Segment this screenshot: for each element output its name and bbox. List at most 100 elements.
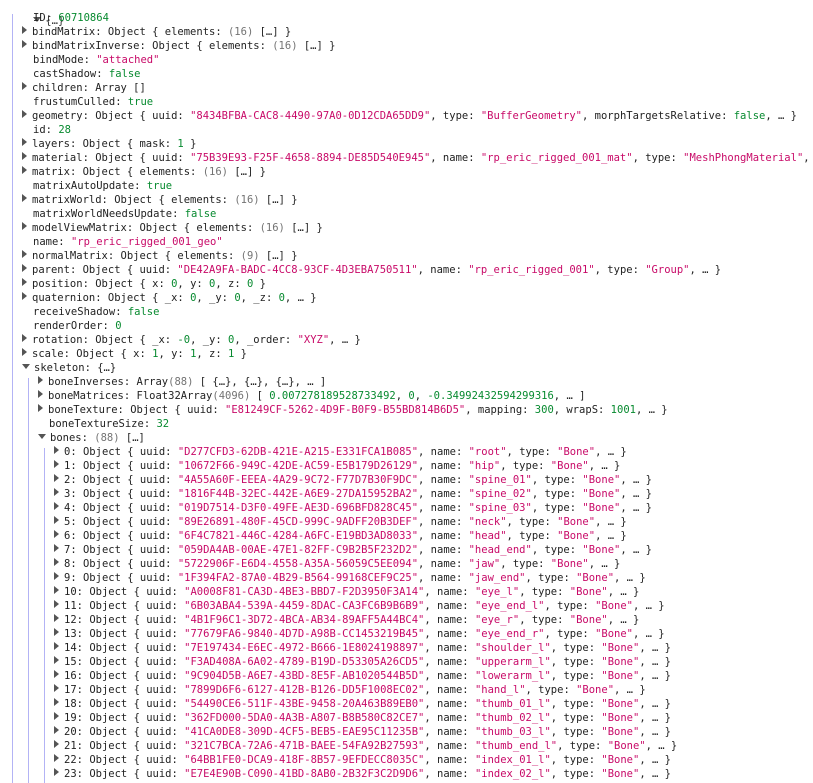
property-row[interactable]: modelViewMatrix: Object { elements: (16)… bbox=[22, 221, 323, 235]
expand-toggle-closed-icon[interactable] bbox=[22, 194, 27, 202]
property-row[interactable]: matrixWorld: Object { elements: (16) […]… bbox=[22, 193, 298, 207]
property-value-segment: (4096) bbox=[212, 390, 251, 402]
property-key: matrixWorld bbox=[32, 194, 102, 206]
property-row[interactable]: rotation: Object { _x: -0, _y: 0, _order… bbox=[22, 333, 361, 347]
property-value-segment: "362FD000-5DA0-4A3B-A807-B8B580C82CE7" bbox=[184, 712, 425, 724]
expand-toggle-closed-icon[interactable] bbox=[22, 292, 27, 300]
property-row[interactable]: geometry: Object { uuid: "8434BFBA-CAC8-… bbox=[22, 109, 797, 123]
expand-toggle-closed-icon[interactable] bbox=[54, 684, 59, 692]
property-value-segment: , … } bbox=[639, 712, 671, 724]
property-row[interactable]: 1: Object { uuid: "10672F66-949C-42DE-AC… bbox=[54, 459, 620, 473]
property-row[interactable]: 10: Object { uuid: "A0008F81-CA3D-4BE3-B… bbox=[54, 585, 639, 599]
expand-toggle-closed-icon[interactable] bbox=[54, 726, 59, 734]
expand-toggle-closed-icon[interactable] bbox=[54, 670, 59, 678]
property-row[interactable]: 2: Object { uuid: "4A55A60F-EEEA-4A29-9C… bbox=[54, 473, 652, 487]
property-value-segment: , name: bbox=[418, 516, 469, 528]
expand-toggle-closed-icon[interactable] bbox=[54, 754, 59, 762]
property-row[interactable]: bones: (88) […] bbox=[38, 431, 145, 445]
expand-toggle-closed-icon[interactable] bbox=[54, 488, 59, 496]
expand-toggle-closed-icon[interactable] bbox=[54, 768, 59, 776]
expand-toggle-closed-icon[interactable] bbox=[54, 642, 59, 650]
property-value-segment: "neck" bbox=[468, 516, 507, 528]
expand-toggle-open-icon[interactable] bbox=[38, 434, 46, 439]
expand-toggle-closed-icon[interactable] bbox=[54, 656, 59, 664]
property-row[interactable]: 22: Object { uuid: "64BB1FE0-DCA9-418F-8… bbox=[54, 753, 671, 767]
expand-toggle-closed-icon[interactable] bbox=[54, 446, 59, 454]
property-row[interactable]: children: Array [] bbox=[22, 81, 146, 95]
expand-toggle-open-icon[interactable] bbox=[33, 17, 42, 22]
expand-toggle-closed-icon[interactable] bbox=[54, 712, 59, 720]
expand-toggle-closed-icon[interactable] bbox=[54, 474, 59, 482]
expand-toggle-closed-icon[interactable] bbox=[22, 110, 27, 118]
expand-toggle-closed-icon[interactable] bbox=[22, 82, 27, 90]
expand-toggle-closed-icon[interactable] bbox=[54, 740, 59, 748]
property-value-segment: (88) bbox=[94, 432, 120, 444]
property-row[interactable]: normalMatrix: Object { elements: (9) […]… bbox=[22, 249, 298, 263]
property-row[interactable]: 5: Object { uuid: "89E26891-480F-45CD-99… bbox=[54, 515, 627, 529]
expand-toggle-closed-icon[interactable] bbox=[54, 530, 59, 538]
property-row[interactable]: scale: Object { x: 1, y: 1, z: 1 } bbox=[22, 347, 247, 361]
expand-toggle-closed-icon[interactable] bbox=[54, 698, 59, 706]
property-row[interactable]: boneTexture: Object { uuid: "E81249CF-52… bbox=[38, 403, 668, 417]
property-row[interactable]: 9: Object { uuid: "1F394FA2-87A0-4B29-B5… bbox=[54, 571, 646, 585]
expand-toggle-closed-icon[interactable] bbox=[22, 334, 27, 342]
property-row[interactable]: 21: Object { uuid: "321C7BCA-72A6-471B-B… bbox=[54, 739, 677, 753]
property-row[interactable]: 15: Object { uuid: "F3AD408A-6A02-4789-B… bbox=[54, 655, 671, 669]
property-row[interactable]: bindMatrixInverse: Object { elements: (1… bbox=[22, 39, 335, 53]
expand-toggle-closed-icon[interactable] bbox=[22, 40, 27, 48]
expand-toggle-closed-icon[interactable] bbox=[38, 404, 43, 412]
expand-toggle-closed-icon[interactable] bbox=[22, 166, 27, 174]
expand-toggle-closed-icon[interactable] bbox=[54, 516, 59, 524]
property-row[interactable]: 4: Object { uuid: "019D7514-D3F0-49FE-AE… bbox=[54, 501, 652, 515]
property-row[interactable]: bindMatrix: Object { elements: (16) […] … bbox=[22, 25, 291, 39]
property-value-segment: "Bone" bbox=[601, 642, 640, 654]
expand-toggle-closed-icon[interactable] bbox=[54, 460, 59, 468]
expand-toggle-closed-icon[interactable] bbox=[38, 390, 43, 398]
expand-toggle-closed-icon[interactable] bbox=[54, 614, 59, 622]
expand-toggle-closed-icon[interactable] bbox=[54, 628, 59, 636]
property-row[interactable]: position: Object { x: 0, y: 0, z: 0 } bbox=[22, 277, 266, 291]
property-row[interactable]: quaternion: Object { _x: 0, _y: 0, _z: 0… bbox=[22, 291, 317, 305]
property-row[interactable]: 14: Object { uuid: "7E197434-E6EC-4972-B… bbox=[54, 641, 671, 655]
expand-toggle-closed-icon[interactable] bbox=[22, 138, 27, 146]
property-row[interactable]: 13: Object { uuid: "77679FA6-9840-4D7D-A… bbox=[54, 627, 665, 641]
property-row[interactable]: 0: Object { uuid: "D277CFD3-62DB-421E-A2… bbox=[54, 445, 627, 459]
property-value-segment: false bbox=[127, 306, 160, 318]
expand-toggle-closed-icon[interactable] bbox=[54, 586, 59, 594]
expand-toggle-closed-icon[interactable] bbox=[22, 26, 27, 34]
expand-toggle-closed-icon[interactable] bbox=[38, 376, 43, 384]
property-row[interactable]: boneMatrices: Float32Array(4096) [ 0.007… bbox=[38, 389, 585, 403]
property-row[interactable]: matrix: Object { elements: (16) […] } bbox=[22, 165, 266, 179]
expand-toggle-closed-icon[interactable] bbox=[22, 278, 27, 286]
property-row[interactable]: 23: Object { uuid: "E7E4E90B-C090-41BD-8… bbox=[54, 767, 671, 781]
property-row[interactable]: 12: Object { uuid: "4B1F96C1-3D72-4BCA-A… bbox=[54, 613, 639, 627]
expand-toggle-closed-icon[interactable] bbox=[22, 348, 27, 356]
expand-toggle-closed-icon[interactable] bbox=[22, 250, 27, 258]
property-row[interactable]: boneInverses: Array(88) [ {…}, {…}, {…},… bbox=[38, 375, 326, 389]
expand-toggle-closed-icon[interactable] bbox=[54, 544, 59, 552]
property-row[interactable]: 20: Object { uuid: "41CA0DE8-309D-4CF5-B… bbox=[54, 725, 671, 739]
property-row[interactable]: parent: Object { uuid: "DE42A9FA-BADC-4C… bbox=[22, 263, 721, 277]
property-row[interactable]: 11: Object { uuid: "6B03ABA4-539A-4459-8… bbox=[54, 599, 665, 613]
property-row[interactable]: 7: Object { uuid: "059DA4AB-00AE-47E1-82… bbox=[54, 543, 652, 557]
expand-toggle-closed-icon[interactable] bbox=[54, 600, 59, 608]
expand-toggle-closed-icon[interactable] bbox=[54, 572, 59, 580]
expand-toggle-closed-icon[interactable] bbox=[22, 264, 27, 272]
property-row[interactable]: material: Object { uuid: "75B39E93-F25F-… bbox=[22, 151, 813, 165]
property-row[interactable]: 3: Object { uuid: "1816F44B-32EC-442E-A6… bbox=[54, 487, 652, 501]
property-row[interactable]: skeleton: {…} bbox=[22, 361, 116, 375]
property-row[interactable]: 18: Object { uuid: "54490CE6-511F-43BE-9… bbox=[54, 697, 671, 711]
property-row[interactable]: 6: Object { uuid: "6F4C7821-446C-4284-A6… bbox=[54, 529, 627, 543]
property-row[interactable]: 19: Object { uuid: "362FD000-5DA0-4A3B-A… bbox=[54, 711, 671, 725]
property-value-segment: "6B03ABA4-539A-4459-8DAC-CA3FC6B9B6B9" bbox=[184, 600, 425, 612]
property-row[interactable]: 8: Object { uuid: "5722906F-E6D4-4558-A3… bbox=[54, 557, 620, 571]
root-object-row[interactable]: {…} bbox=[8, 0, 64, 27]
property-row[interactable]: layers: Object { mask: 1 } bbox=[22, 137, 196, 151]
property-row[interactable]: 17: Object { uuid: "7899D6F6-6127-412B-B… bbox=[54, 683, 646, 697]
expand-toggle-closed-icon[interactable] bbox=[54, 502, 59, 510]
expand-toggle-closed-icon[interactable] bbox=[22, 222, 27, 230]
expand-toggle-closed-icon[interactable] bbox=[22, 152, 27, 160]
property-row[interactable]: 16: Object { uuid: "9C904D5B-A6E7-43BD-8… bbox=[54, 669, 671, 683]
expand-toggle-open-icon[interactable] bbox=[22, 364, 30, 369]
expand-toggle-closed-icon[interactable] bbox=[54, 558, 59, 566]
